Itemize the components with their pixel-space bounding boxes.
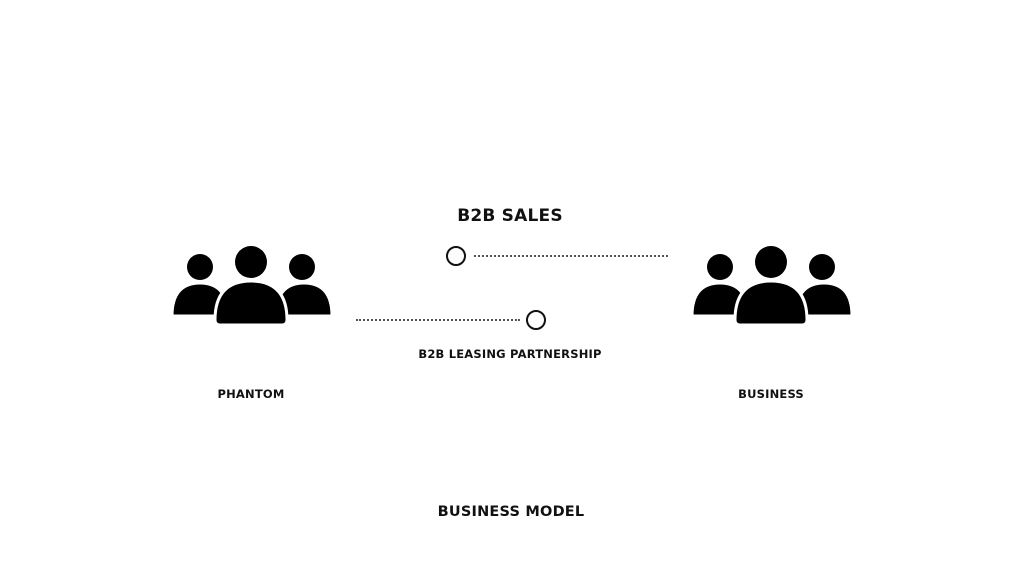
connector-line-sales <box>474 255 668 257</box>
connector-node-sales <box>446 246 466 266</box>
diagram-title: BUSINESS MODEL <box>437 504 585 520</box>
relation-label-b2b-leasing: B2B LEASING PARTNERSHIP <box>418 347 602 361</box>
group-icon <box>692 246 852 326</box>
connector-line-leasing <box>356 319 520 321</box>
entity-label-business: BUSINESS <box>738 387 804 401</box>
relation-label-b2b-sales: B2B SALES <box>457 206 563 226</box>
entity-label-phantom: PHANTOM <box>217 387 285 401</box>
connector-node-leasing <box>526 310 546 330</box>
group-icon <box>172 246 332 326</box>
